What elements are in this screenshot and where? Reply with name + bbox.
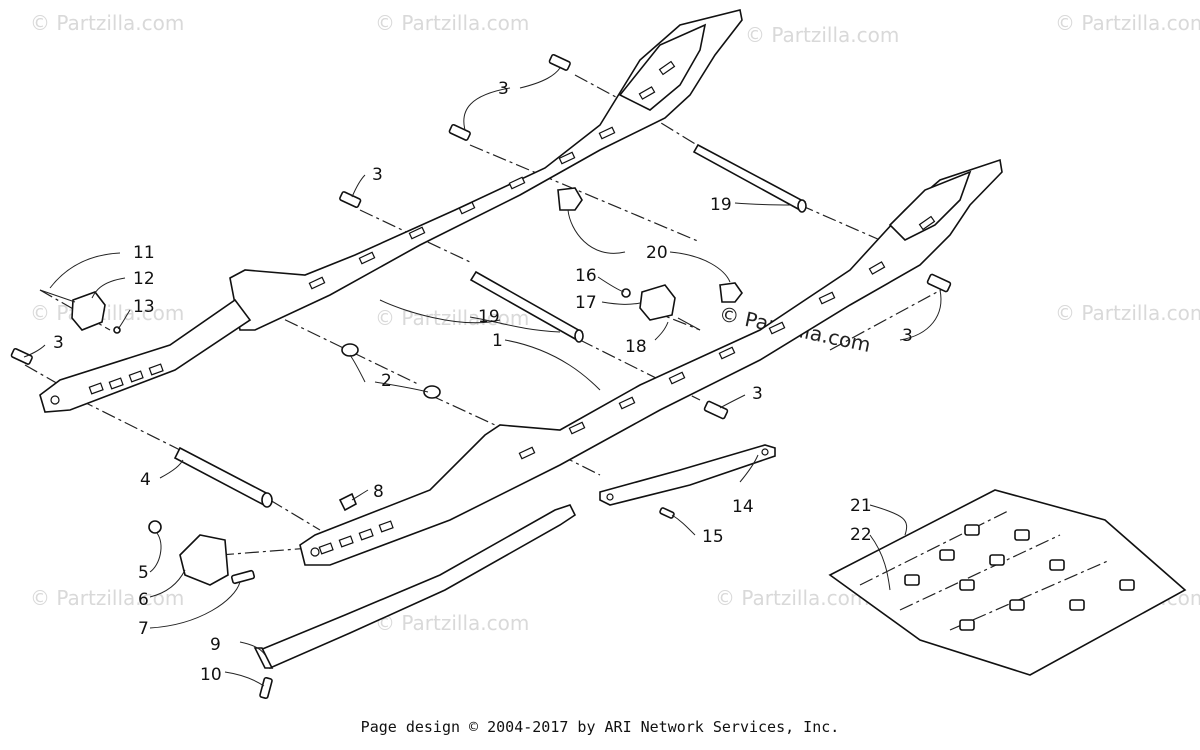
track (828, 489, 1187, 676)
callout-6: 6 (138, 590, 149, 610)
watermark: © Partzilla.com (30, 301, 184, 325)
watermark: © Partzilla.com (375, 306, 529, 330)
callout-16: 16 (575, 266, 597, 286)
callout-3: 3 (752, 384, 763, 404)
callout-18: 18 (625, 337, 647, 357)
rail-back-front (39, 298, 252, 413)
callout-9: 9 (210, 635, 221, 655)
shafts (173, 143, 807, 508)
watermark: © Partzilla.com (375, 11, 529, 35)
callouts: 3 3 19 11 12 13 20 16 17 19 1 18 3 3 2 3… (53, 79, 913, 685)
callout-10: 10 (200, 665, 222, 685)
watermark: © Partzilla.com (30, 11, 184, 35)
watermark: © Partzilla.com (30, 586, 184, 610)
callout-2: 2 (381, 371, 392, 391)
callout-3: 3 (372, 165, 383, 185)
hardware (10, 54, 952, 700)
callout-1: 1 (492, 331, 503, 351)
callout-19: 19 (710, 195, 732, 215)
callout-15: 15 (702, 527, 724, 547)
page-footer: Page design © 2004-2017 by ARI Network S… (360, 718, 840, 736)
watermark: © Partzilla.com (1055, 301, 1200, 325)
rail-back (229, 9, 743, 331)
strap (599, 444, 776, 506)
callout-17: 17 (575, 293, 597, 313)
slide-rail (253, 504, 577, 670)
watermark: © Partzilla.com (715, 586, 869, 610)
callout-3: 3 (53, 333, 64, 353)
watermark-layer: © Partzilla.com © Partzilla.com © Partzi… (30, 11, 1200, 635)
callout-21: 21 (850, 496, 872, 516)
callout-5: 5 (138, 563, 149, 583)
leader-lines (23, 67, 942, 687)
rail-front (299, 158, 1003, 566)
callout-4: 4 (140, 470, 151, 490)
watermark: © Partzilla.com (375, 611, 529, 635)
callout-12: 12 (133, 269, 155, 289)
watermark: © Partzilla.com (745, 23, 899, 47)
callout-22: 22 (850, 525, 872, 545)
watermark: © Partzilla.com (1055, 11, 1200, 35)
callout-14: 14 (732, 497, 754, 517)
callout-13: 13 (133, 297, 155, 317)
callout-11: 11 (133, 243, 155, 263)
callout-7: 7 (138, 619, 149, 639)
callout-8: 8 (373, 482, 384, 502)
callout-3: 3 (902, 326, 913, 346)
callout-20: 20 (646, 243, 668, 263)
callout-19: 19 (478, 307, 500, 327)
callout-3: 3 (498, 79, 509, 99)
